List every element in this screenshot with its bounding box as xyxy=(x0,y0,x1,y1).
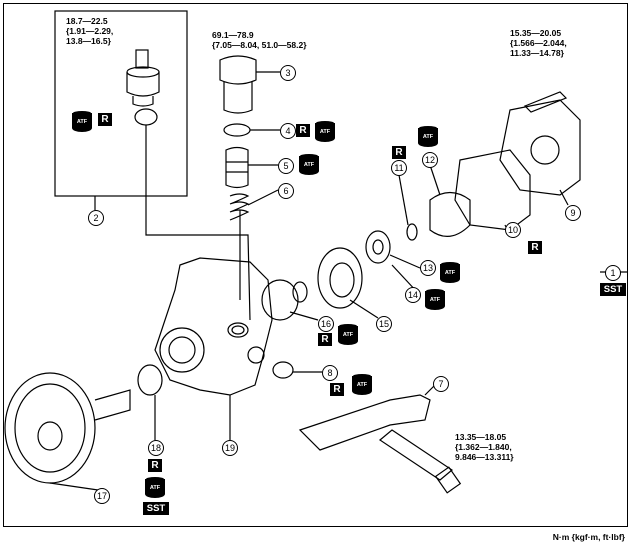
atf-icon-5: ATF xyxy=(299,153,319,177)
callout-1: 1 xyxy=(605,265,621,281)
callout-16: 16 xyxy=(318,316,334,332)
replace-badge-4: R xyxy=(296,124,310,137)
atf-icon-16: ATF xyxy=(338,323,358,347)
callout-17: 17 xyxy=(94,488,110,504)
o-ring-16a xyxy=(261,279,299,321)
control-valve-5 xyxy=(225,146,249,189)
inset-o-ring xyxy=(134,108,158,126)
torque-spec-switch: 18.7—22.5 {1.91—2.29, 13.8—16.5} xyxy=(66,16,114,46)
callout-4: 4 xyxy=(280,123,296,139)
callout-5: 5 xyxy=(278,158,294,174)
callout-3: 3 xyxy=(280,65,296,81)
torque-units-label: N·m {kgf·m, ft·lbf} xyxy=(552,532,625,542)
pulley-17 xyxy=(4,372,96,484)
callout-12: 12 xyxy=(422,152,438,168)
atf-icon-inset: ATF xyxy=(72,110,92,134)
callout-11: 11 xyxy=(391,160,407,176)
callout-13: 13 xyxy=(420,260,436,276)
atf-icon-8: ATF xyxy=(352,373,372,397)
atf-icon-12: ATF xyxy=(418,125,438,149)
rear-cover-9 xyxy=(499,99,581,196)
oil-seal-18 xyxy=(137,364,163,396)
torque-spec-pipe-bolt: 13.35—18.05 {1.362—1.840, 9.846—13.311} xyxy=(455,432,514,462)
torque-spec-cover-bolt: 15.35—20.05 {1.566—2.044, 11.33—14.78} xyxy=(510,28,567,58)
callout-18: 18 xyxy=(148,440,164,456)
atf-icon-14: ATF xyxy=(425,288,445,312)
callout-15: 15 xyxy=(376,316,392,332)
gasket-10 xyxy=(454,149,531,231)
callout-10: 10 xyxy=(505,222,521,238)
atf-icon-4: ATF xyxy=(315,120,335,144)
inset-box xyxy=(54,10,188,197)
callout-6: 6 xyxy=(278,183,294,199)
snap-ring-11 xyxy=(406,223,418,241)
sst-badge-18: SST xyxy=(143,502,169,515)
replace-badge-11: R xyxy=(392,146,406,159)
replace-badge-inset: R xyxy=(98,113,112,126)
callout-19: 19 xyxy=(222,440,238,456)
callout-2: 2 xyxy=(88,210,104,226)
diagram-frame xyxy=(3,3,628,527)
pump-body-19 xyxy=(154,257,273,396)
cam-ring-15 xyxy=(317,247,363,309)
atf-icon-13: ATF xyxy=(440,261,460,285)
replace-badge-8: R xyxy=(330,383,344,396)
rotor-13 xyxy=(365,230,391,264)
callout-8: 8 xyxy=(322,365,338,381)
replace-badge-16: R xyxy=(318,333,332,346)
valve-cap xyxy=(219,55,257,85)
replace-badge-10: R xyxy=(528,241,542,254)
sst-badge-1: SST xyxy=(600,283,626,296)
o-ring-16b xyxy=(292,281,308,303)
o-ring-4 xyxy=(223,123,251,137)
callout-7: 7 xyxy=(433,376,449,392)
callout-9: 9 xyxy=(565,205,581,221)
atf-icon-18: ATF xyxy=(145,476,165,500)
replace-badge-18: R xyxy=(148,459,162,472)
callout-14: 14 xyxy=(405,287,421,303)
spring-6 xyxy=(229,193,250,221)
outlet-pipe-7 xyxy=(298,394,431,451)
o-ring-8 xyxy=(272,361,294,379)
pressure-switch-terminal xyxy=(135,49,149,69)
pipe-bolt xyxy=(378,429,454,481)
torque-spec-valve: 69.1—78.9 {7.05—8.04, 51.0—58.2} xyxy=(212,30,307,50)
rear-bolt xyxy=(523,91,568,113)
